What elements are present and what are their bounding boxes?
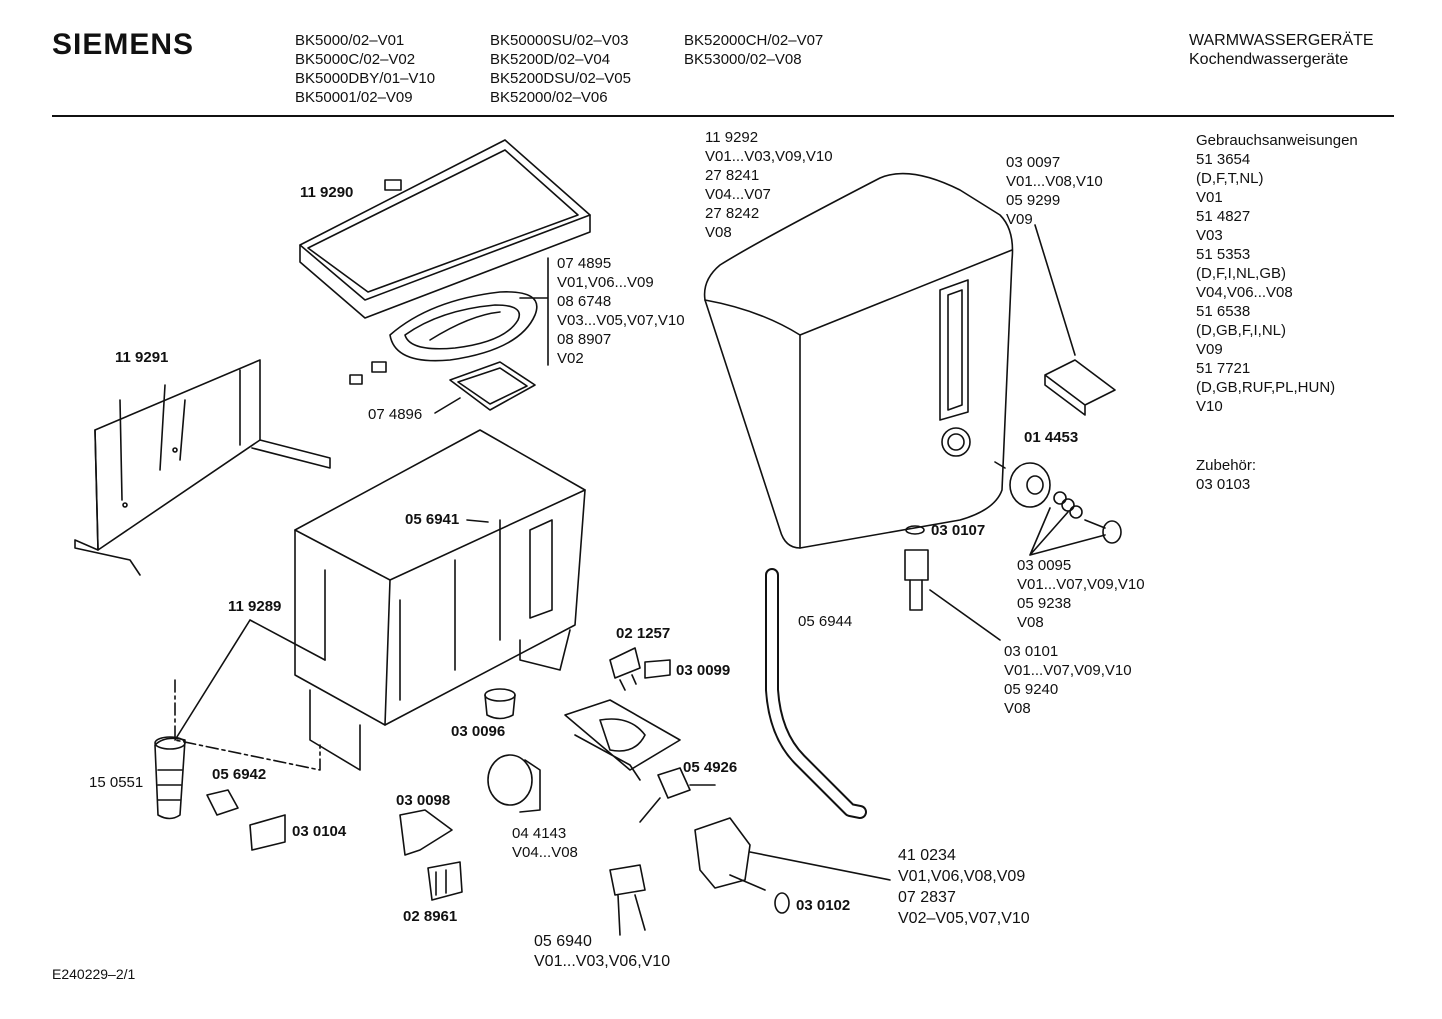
grommet-part: [774, 892, 790, 914]
valve-part: [904, 525, 1001, 641]
manuals-list: Gebrauchsanweisungen 51 3654 (D,F,T,NL) …: [1196, 131, 1358, 416]
part-label: 15 0551: [89, 774, 144, 791]
model-code: BK5000DBY/01–V10: [295, 70, 436, 87]
models-column-1: BK5000/02–V01 BK5000C/02–V02 BK5000DBY/0…: [295, 31, 435, 107]
back-panel-part: [74, 359, 331, 576]
water-tank-part: [294, 429, 586, 771]
part-label: 03 0096: [451, 723, 506, 740]
latch-part: [1044, 359, 1116, 416]
manual-line: 51 5353: [1196, 246, 1251, 263]
part-label: 11 9292 V01...V03,V09,V10 27 8241 V04...…: [705, 129, 833, 241]
housing-part: [703, 172, 1014, 549]
drawing-id: E240229–2/1: [52, 966, 136, 982]
category-block: WARMWASSERGERÄTE Kochendwassergeräte: [1189, 31, 1374, 69]
part-label: 01 4453: [1024, 429, 1079, 446]
manual-line: V10: [1196, 398, 1223, 415]
header-rule: [52, 115, 1394, 117]
model-code: BK50001/02–V09: [295, 89, 413, 106]
part-label: 02 8961: [403, 908, 458, 925]
holder-part: [249, 814, 286, 851]
part-label: 03 0098: [396, 792, 451, 809]
part-label: 03 0104: [292, 823, 347, 840]
ring-part: [484, 688, 516, 720]
manual-line: V03: [1196, 227, 1223, 244]
model-code: BK5000C/02–V02: [295, 51, 416, 68]
part-label: 03 0101 V01...V07,V09,V10 05 9240 V08: [1004, 643, 1132, 717]
model-code: BK50000SU/02–V03: [490, 32, 629, 49]
relay-part: [399, 809, 453, 856]
leader-line: [519, 257, 549, 366]
manual-line: (D,F,I,NL,GB): [1196, 265, 1287, 282]
part-label: 03 0107: [931, 522, 986, 539]
lid-part: [299, 139, 591, 319]
wire-harness-part: [609, 864, 646, 936]
manual-line: Gebrauchsanweisungen: [1196, 132, 1358, 149]
part-label: 03 0097 V01...V08,V10 05 9299 V09: [1006, 154, 1103, 228]
part-label: 03 0102: [796, 897, 851, 914]
knob-part: [994, 461, 1122, 556]
model-code: BK52000CH/02–V07: [684, 32, 824, 49]
accessory-line: Zubehör:: [1196, 457, 1257, 474]
manual-line: 51 3654: [1196, 151, 1251, 168]
part-label: 07 4895 V01,V06...V09 08 6748 V03...V05,…: [557, 255, 685, 367]
part-label: 05 6941: [405, 511, 460, 528]
part-label: 41 0234 V01,V06,V08,V09 07 2837 V02–V05,…: [898, 847, 1030, 927]
part-label: 07 4896: [368, 406, 423, 423]
model-code: BK5000/02–V01: [295, 32, 405, 49]
part-label: 11 9291: [115, 349, 169, 366]
filter-part: [154, 736, 186, 820]
part-label: 04 4143 V04...V08: [512, 825, 578, 861]
leader-line: [1034, 224, 1076, 356]
model-code: BK5200DSU/02–V05: [490, 70, 631, 87]
manual-line: V01: [1196, 189, 1223, 206]
leader-line: [174, 619, 326, 741]
leader-line: [434, 397, 461, 414]
model-code: BK5200D/02–V04: [490, 51, 611, 68]
part-label: 03 0099: [676, 662, 731, 679]
seal-part: [449, 361, 536, 411]
leader-line: [466, 519, 489, 523]
model-code: BK53000/02–V08: [684, 51, 802, 68]
manual-line: 51 7721: [1196, 360, 1251, 377]
motor-part: [487, 754, 541, 813]
bracket-plate-part: [564, 699, 681, 781]
part-label: 11 9289: [228, 598, 282, 615]
controller-part: [694, 817, 891, 891]
accessory-line: 03 0103: [1196, 476, 1251, 493]
gasket-part: [349, 291, 538, 385]
category-title: WARMWASSERGERÄTE: [1189, 32, 1374, 49]
part-label: 11 9290: [300, 184, 354, 201]
clip-part: [206, 789, 239, 816]
part-label: 05 4926: [683, 759, 738, 776]
category-subtitle: Kochendwassergeräte: [1189, 51, 1349, 68]
manual-line: (D,GB,RUF,PL,HUN): [1196, 379, 1336, 396]
models-column-3: BK52000CH/02–V07 BK53000/02–V08: [684, 31, 823, 69]
manual-line: 51 4827: [1196, 208, 1251, 225]
part-label: 05 6942: [212, 766, 267, 783]
part-label: 05 6940 V01...V03,V06,V10: [534, 933, 671, 970]
model-code: BK52000/02–V06: [490, 89, 608, 106]
switch-part: [609, 647, 671, 691]
manual-line: V04,V06...V08: [1196, 284, 1293, 301]
terminal-block-part: [427, 861, 463, 901]
part-label: 05 6944: [798, 613, 853, 630]
tube-part: [767, 570, 865, 817]
siemens-logo: SIEMENS: [52, 28, 195, 61]
manual-line: (D,F,T,NL): [1196, 170, 1264, 187]
accessories-list: Zubehör: 03 0103: [1196, 456, 1256, 494]
part-label: 02 1257: [616, 625, 671, 642]
models-column-2: BK50000SU/02–V03 BK5200D/02–V04 BK5200DS…: [490, 31, 631, 107]
leader-line: [174, 679, 321, 771]
thermostat-part: [639, 767, 716, 823]
manual-line: (D,GB,F,I,NL): [1196, 322, 1287, 339]
part-label: 03 0095 V01...V07,V09,V10 05 9238 V08: [1017, 557, 1145, 631]
manual-line: V09: [1196, 341, 1223, 358]
manual-line: 51 6538: [1196, 303, 1251, 320]
